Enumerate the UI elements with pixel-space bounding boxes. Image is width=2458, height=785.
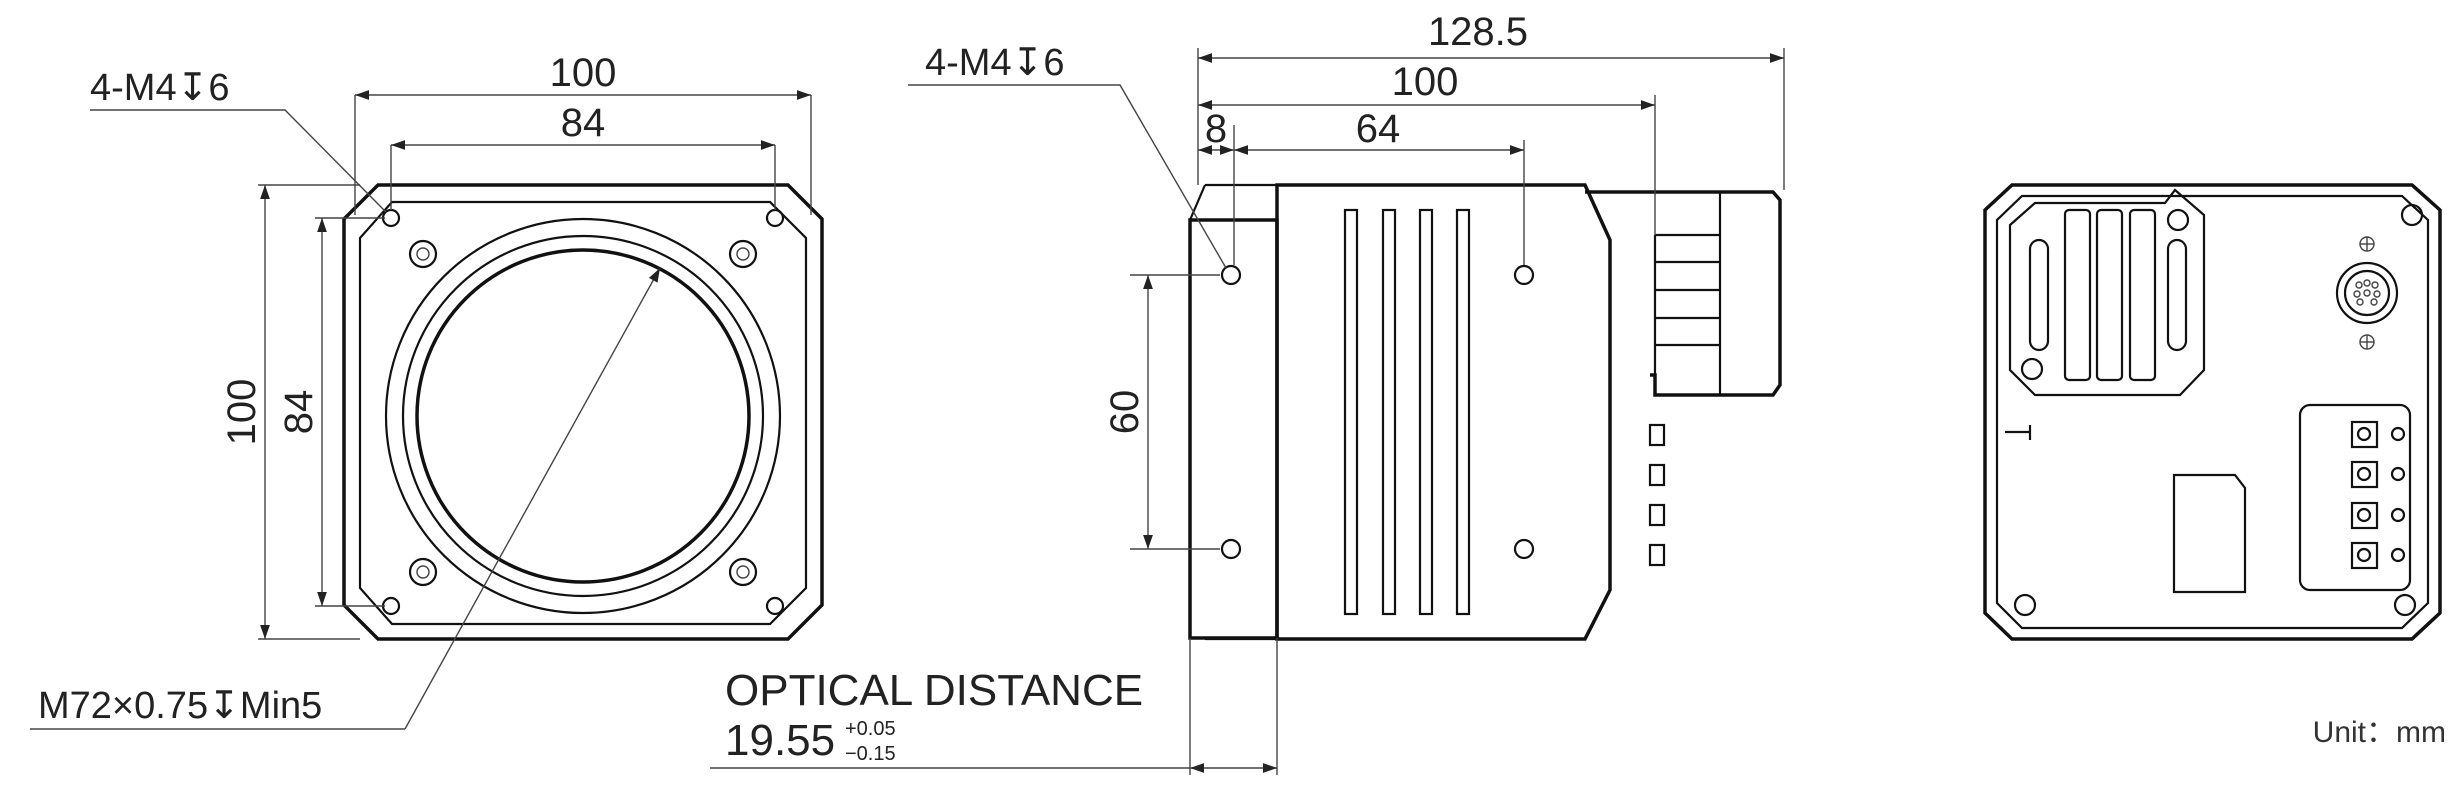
mount-diameter-line — [404, 267, 661, 730]
rear-body-inner — [1995, 194, 2430, 630]
led-indicator — [2356, 547, 2372, 563]
optical-distance-label: OPTICAL DISTANCE — [725, 666, 1143, 715]
side-fin — [1455, 208, 1471, 616]
lens-mount-ring — [401, 234, 765, 598]
side-connector — [1648, 503, 1666, 527]
rear-view: Unit：mm — [1983, 183, 2446, 749]
side-rear-block — [1585, 190, 1782, 397]
rear-io-panel — [2298, 403, 2412, 592]
front-thread-note: 4-M4↧6 — [90, 67, 230, 109]
rear-body-outline — [1983, 183, 2442, 641]
side-fin — [1381, 208, 1397, 616]
side-main-body — [1275, 183, 1612, 641]
led-port — [2350, 460, 2379, 489]
optical-tolerance-upper: +0.05 — [845, 718, 896, 740]
side-fin — [1343, 208, 1359, 616]
dim-front-width-outer: 100 — [550, 51, 617, 95]
rear-vent — [2028, 238, 2050, 352]
power-io-connector — [2335, 236, 2399, 350]
rear-vent-panel — [2008, 188, 2206, 397]
mount-screw-center — [736, 247, 750, 261]
side-view: 128.5 100 8 64 60 4-M4↧6 OPTICAL DISTANC… — [710, 10, 1785, 775]
led-indicator — [2356, 466, 2372, 482]
mount-note: M72×0.75↧Min5 — [38, 685, 322, 727]
mount-screw-center — [416, 565, 430, 579]
mounting-hole — [765, 208, 785, 228]
dim-front-width-holes: 84 — [561, 101, 606, 145]
optical-tolerance-lower: −0.15 — [845, 743, 896, 765]
dim-front-height-holes: 84 — [277, 390, 321, 435]
side-mounting-hole — [1220, 538, 1242, 560]
side-connector — [1648, 463, 1666, 487]
rear-corner-hole — [2393, 593, 2417, 617]
led-small — [2390, 507, 2406, 523]
led-indicator — [2356, 507, 2372, 523]
side-fin — [1418, 208, 1434, 616]
optical-distance-value: 19.55 — [725, 716, 835, 765]
lens-opening — [415, 248, 751, 584]
side-connectors — [1648, 423, 1666, 567]
side-mounting-hole — [1513, 264, 1535, 286]
led-small — [2390, 426, 2406, 442]
mount-screw — [728, 239, 758, 269]
led-indicator — [2356, 426, 2372, 442]
leader-front-thread — [90, 109, 387, 213]
rear-corner-hole — [2400, 203, 2424, 227]
dim-side-body-length: 100 — [1392, 60, 1459, 104]
side-connector — [1648, 423, 1666, 447]
rear-vent — [2095, 208, 2124, 382]
rear-vent — [2063, 208, 2092, 382]
led-port — [2350, 501, 2379, 530]
side-thread-note: 4-M4↧6 — [925, 42, 1065, 84]
mount-screw — [408, 557, 438, 587]
rear-screw — [2166, 208, 2190, 232]
connector-body — [2335, 261, 2399, 325]
mount-screw — [728, 557, 758, 587]
connector-face — [2343, 269, 2391, 317]
leader-side-thread — [908, 84, 1227, 269]
dim-side-hole-spacing-h: 64 — [1356, 107, 1401, 151]
led-small — [2390, 547, 2406, 563]
mount-screw — [408, 239, 438, 269]
lens-mount-outer — [384, 217, 782, 615]
side-mounting-hole — [1513, 538, 1535, 560]
side-connector — [1648, 543, 1666, 567]
mounting-hole — [765, 596, 785, 616]
unit-label: Unit：mm — [2313, 716, 2446, 749]
led-small — [2390, 466, 2406, 482]
led-port — [2350, 420, 2379, 449]
dim-front-height-outer: 100 — [220, 379, 264, 446]
rear-corner-hole — [2013, 593, 2037, 617]
side-rear-fins — [1653, 233, 1720, 395]
side-mounting-hole — [1220, 264, 1242, 286]
front-mounting-holes — [381, 208, 785, 616]
mounting-hole — [381, 596, 401, 616]
dim-side-hole-spacing-v: 60 — [1103, 390, 1147, 435]
rear-screw — [2020, 357, 2044, 381]
front-view: 100 84 100 84 4-M4↧6 M72×0.75↧Min5 — [30, 51, 824, 730]
front-body-outline — [342, 183, 824, 641]
rear-leds — [2350, 420, 2406, 570]
rear-label-plate — [2172, 473, 2247, 594]
rear-vents — [2028, 208, 2188, 382]
mount-screw-center — [416, 247, 430, 261]
mount-screw-center — [736, 565, 750, 579]
dim-side-total-length: 128.5 — [1428, 10, 1528, 54]
mounting-hole — [381, 208, 401, 228]
side-fins — [1343, 208, 1471, 616]
rear-vent — [2166, 238, 2188, 352]
rear-vent — [2128, 208, 2157, 382]
led-port — [2350, 541, 2379, 570]
dim-side-front-offset: 8 — [1205, 107, 1227, 151]
